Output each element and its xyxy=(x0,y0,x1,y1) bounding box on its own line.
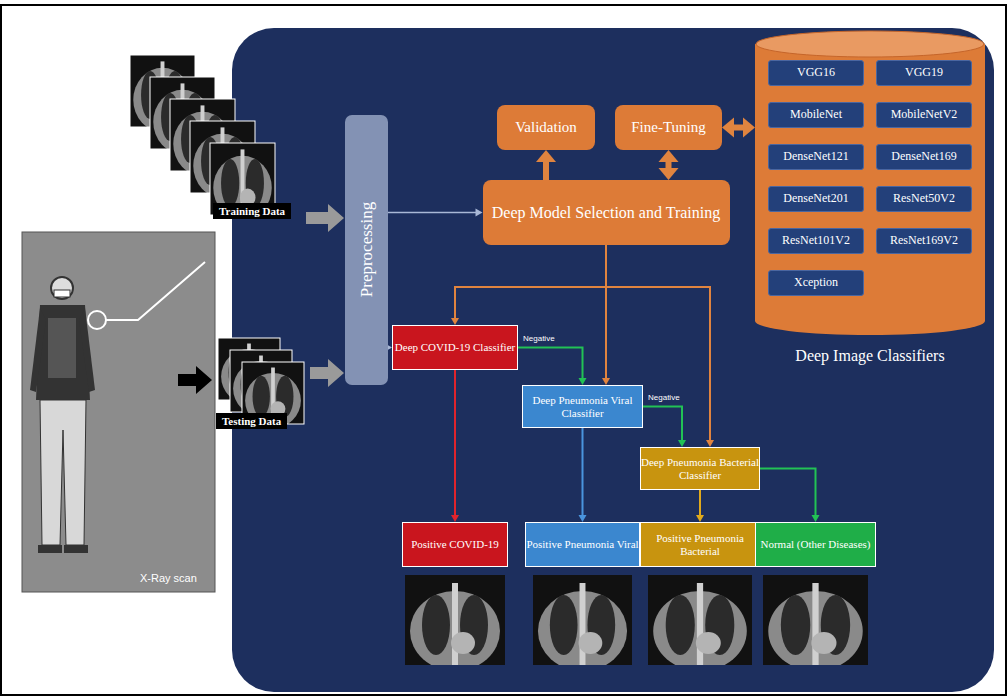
arrowhead xyxy=(451,515,459,522)
arrowhead xyxy=(659,168,679,180)
model-box: DenseNet121 xyxy=(768,144,864,170)
node-text: Deep COVID-19 Classifier xyxy=(395,341,515,353)
group-heading: Deep Image Classifiers xyxy=(755,347,985,365)
arrowhead xyxy=(476,209,483,217)
model-box: ResNet101V2 xyxy=(768,228,864,254)
edge-label: Negative xyxy=(647,393,681,402)
connector-line xyxy=(760,469,816,517)
result-box: Positive Pneumonia Viral xyxy=(525,522,640,567)
node-text: DenseNet169 xyxy=(891,150,956,163)
connector xyxy=(451,245,606,325)
arrowhead xyxy=(706,440,714,447)
connector-line xyxy=(518,348,583,380)
node-text: Xception xyxy=(794,276,838,289)
result-box: Normal (Other Diseases) xyxy=(755,522,876,567)
model-box: MobileNetV2 xyxy=(876,102,972,128)
process-box: Fine-Tuning xyxy=(615,105,722,150)
database-cylinder: Deep Image ClassifiersVGG16VGG19MobileNe… xyxy=(755,30,985,335)
connector-line xyxy=(455,245,606,319)
model-box: VGG16 xyxy=(768,60,864,86)
node-text: VGG16 xyxy=(797,66,835,79)
arrowhead xyxy=(722,118,734,138)
connector xyxy=(722,118,755,138)
arrowhead xyxy=(743,118,755,138)
node-text: VGG19 xyxy=(905,66,943,79)
connector-line xyxy=(699,490,701,516)
classifier-box: Deep COVID-19 Classifier xyxy=(392,325,518,370)
training-xray-stack xyxy=(130,55,275,220)
node-text: Deep Pneumonia Bacterial Classifier xyxy=(641,456,759,481)
arrowhead xyxy=(451,318,459,325)
process-box: Deep Model Selection and Training xyxy=(483,180,730,245)
connector-line xyxy=(454,370,456,516)
data-tag: Training Data xyxy=(213,203,291,219)
connector xyxy=(760,469,820,523)
node-text: Deep Model Selection and Training xyxy=(492,204,720,222)
node-text: ResNet50V2 xyxy=(893,192,955,205)
connector-line xyxy=(543,160,549,180)
node-text: Positive Pneumonia Viral xyxy=(526,538,638,550)
arrowhead xyxy=(579,515,587,522)
model-box: DenseNet169 xyxy=(876,144,972,170)
connector-line xyxy=(643,407,682,442)
arrowhead xyxy=(812,515,820,522)
arrowhead xyxy=(659,150,679,162)
process-box: Validation xyxy=(497,105,595,150)
classifier-box: Deep Pneumonia Bacterial Classifier xyxy=(640,447,760,490)
connector-line xyxy=(582,428,584,516)
connector xyxy=(536,150,556,180)
node-text: MobileNet xyxy=(790,108,842,121)
data-tag: Testing Data xyxy=(216,413,287,429)
connector xyxy=(643,407,686,448)
xray-scan-figure xyxy=(22,232,215,592)
node-text: ResNet101V2 xyxy=(782,234,850,247)
input-arrow xyxy=(310,359,344,387)
preprocessing-bar: Preprocessing xyxy=(345,115,388,385)
model-box: DenseNet201 xyxy=(768,186,864,212)
node-text: MobileNetV2 xyxy=(891,108,958,121)
model-box: Xception xyxy=(768,270,864,296)
connector xyxy=(696,490,704,522)
arrowhead xyxy=(678,440,686,447)
node-text: Normal (Other Diseases) xyxy=(761,538,871,550)
node-text: DenseNet121 xyxy=(783,150,848,163)
connector xyxy=(659,150,679,180)
node-text: Validation xyxy=(515,119,577,136)
result-box: Positive COVID-19 xyxy=(402,522,508,567)
classifier-box: Deep Pneumonia Viral Classifier xyxy=(522,385,643,428)
node-text: Fine-Tuning xyxy=(631,119,705,136)
node-text: Deep Pneumonia Viral Classifier xyxy=(523,394,642,419)
model-box: MobileNet xyxy=(768,102,864,128)
model-box: ResNet169V2 xyxy=(876,228,972,254)
node-text: DenseNet201 xyxy=(783,192,848,205)
main-panel xyxy=(232,28,994,692)
figure-caption: X-Ray scan xyxy=(140,572,197,584)
edge-label: Negative xyxy=(522,334,556,343)
connector xyxy=(388,209,483,217)
model-box: ResNet50V2 xyxy=(876,186,972,212)
arrowhead xyxy=(696,515,704,522)
node-text: Positive COVID-19 xyxy=(411,538,499,550)
page-frame xyxy=(1,5,1006,695)
connector-line xyxy=(388,212,477,214)
arrowhead xyxy=(536,150,556,162)
result-box: Positive Pneumonia Bacterial xyxy=(640,522,760,567)
result-xray-images xyxy=(405,575,868,671)
arrowhead xyxy=(602,378,610,385)
node-text: Preprocessing xyxy=(357,202,376,297)
node-text: ResNet169V2 xyxy=(890,234,958,247)
model-box: VGG19 xyxy=(876,60,972,86)
input-arrow xyxy=(306,204,344,232)
arrowhead xyxy=(579,378,587,385)
connector xyxy=(518,348,587,386)
connector xyxy=(451,370,459,522)
connector xyxy=(579,428,587,522)
node-text: Positive Pneumonia Bacterial xyxy=(641,532,759,557)
